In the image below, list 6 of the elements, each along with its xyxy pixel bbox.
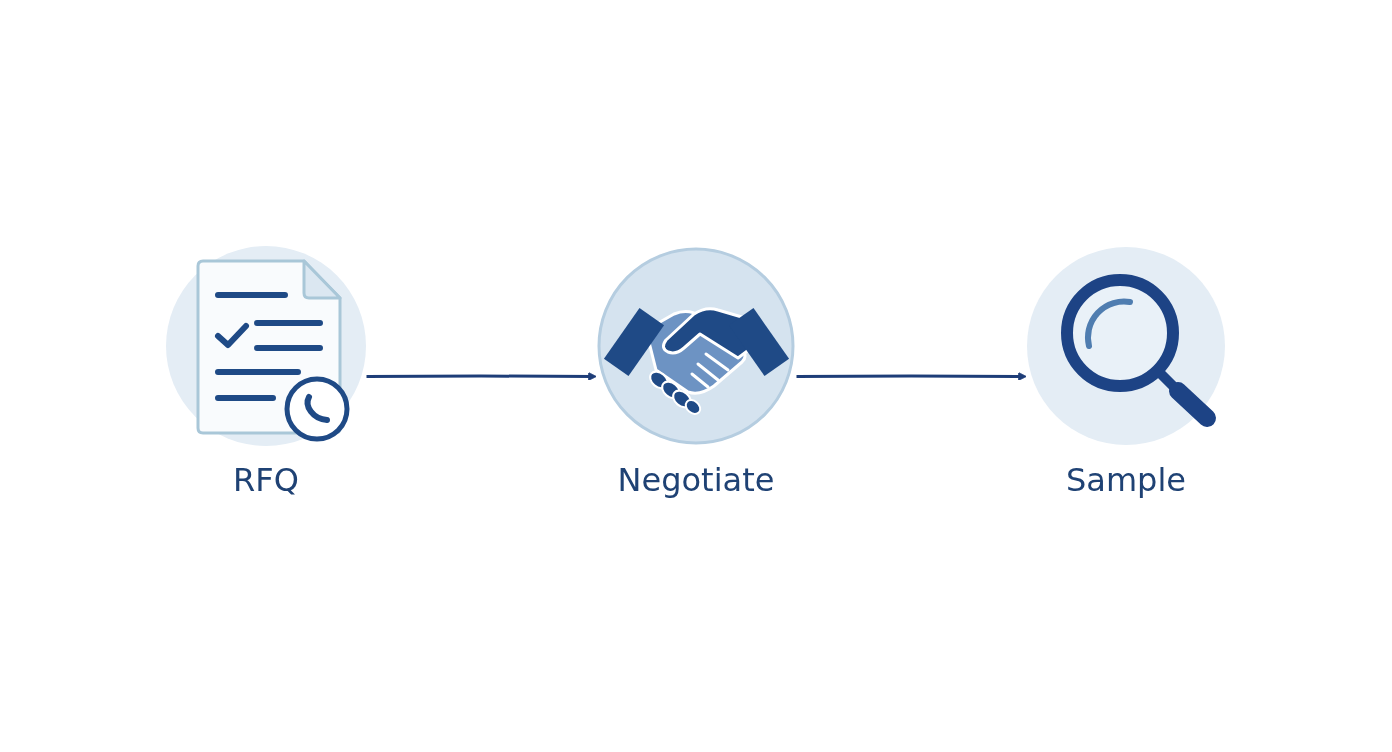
node-label: Negotiate <box>617 461 775 499</box>
node-picture <box>596 246 796 446</box>
node-label: RFQ <box>233 461 299 499</box>
node-picture <box>1026 246 1226 446</box>
node-picture <box>166 246 366 446</box>
node-label: Sample <box>1066 461 1186 499</box>
